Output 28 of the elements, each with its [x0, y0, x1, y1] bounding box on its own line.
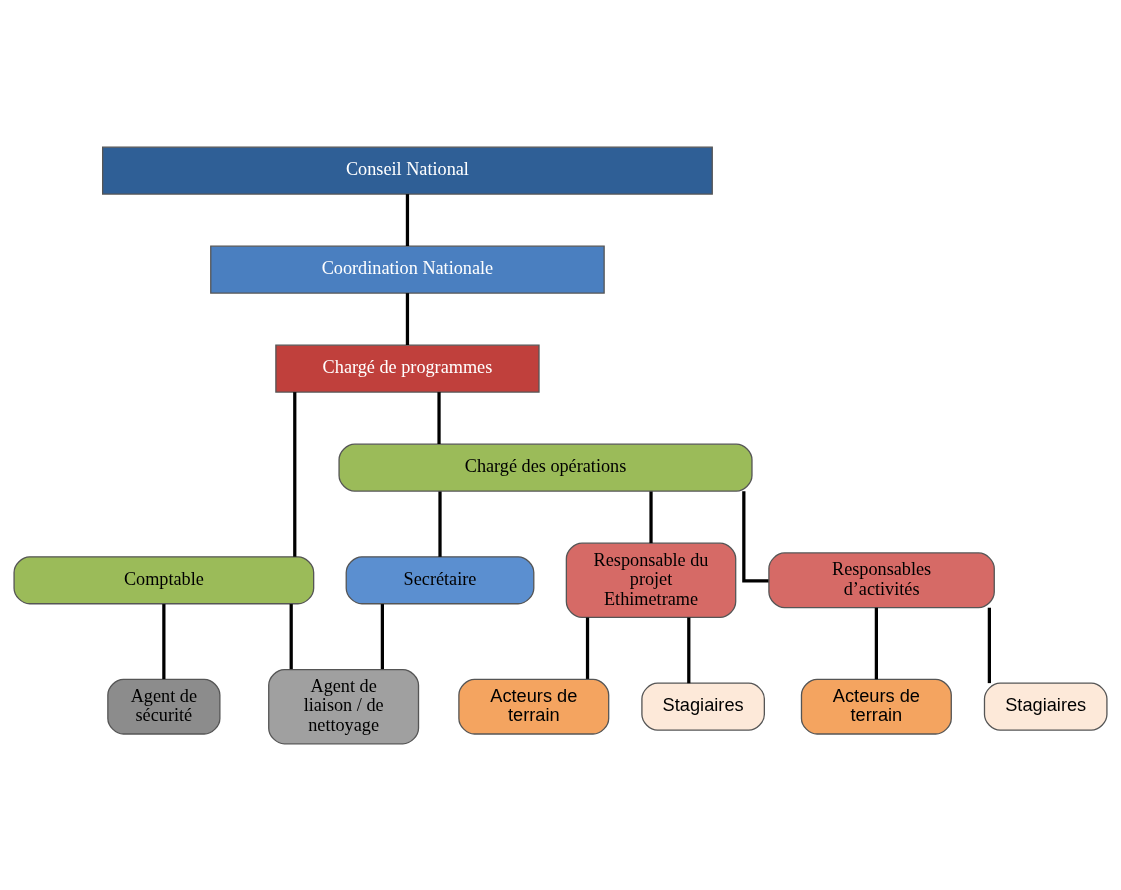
node-box: Responsable du projet Ethimetrame: [565, 542, 737, 618]
connector: [585, 617, 590, 679]
node-box: Acteurs de terrain: [458, 678, 610, 735]
node-box: Conseil National: [102, 146, 713, 195]
connector: [405, 292, 410, 345]
connector: [437, 391, 441, 444]
node-box: Comptable: [13, 555, 315, 604]
node-box: Chargé de programmes: [275, 344, 540, 393]
connector: [687, 617, 691, 683]
connector: [293, 391, 297, 557]
node-box: Acteurs de terrain: [800, 678, 952, 735]
node-box: Chargé des opérations: [338, 443, 753, 492]
connector: [405, 193, 410, 246]
connector: [438, 491, 442, 557]
node-box: Secrétaire: [345, 555, 535, 604]
connector: [649, 491, 653, 543]
connector: [987, 607, 991, 683]
node-box: Stagiaires: [641, 682, 765, 731]
connector: [289, 603, 293, 669]
node-box: Agent de sécurité: [107, 678, 221, 735]
connector: [874, 607, 878, 679]
node-box: Coordination Nationale: [210, 245, 605, 294]
connector: [162, 603, 166, 679]
node-box: Agent de liaison / de nettoyage: [268, 668, 420, 744]
node-box: Responsables d’activités: [768, 551, 995, 608]
node-box: Stagiaires: [983, 682, 1108, 731]
connector: [380, 603, 384, 669]
connector: [742, 490, 769, 583]
